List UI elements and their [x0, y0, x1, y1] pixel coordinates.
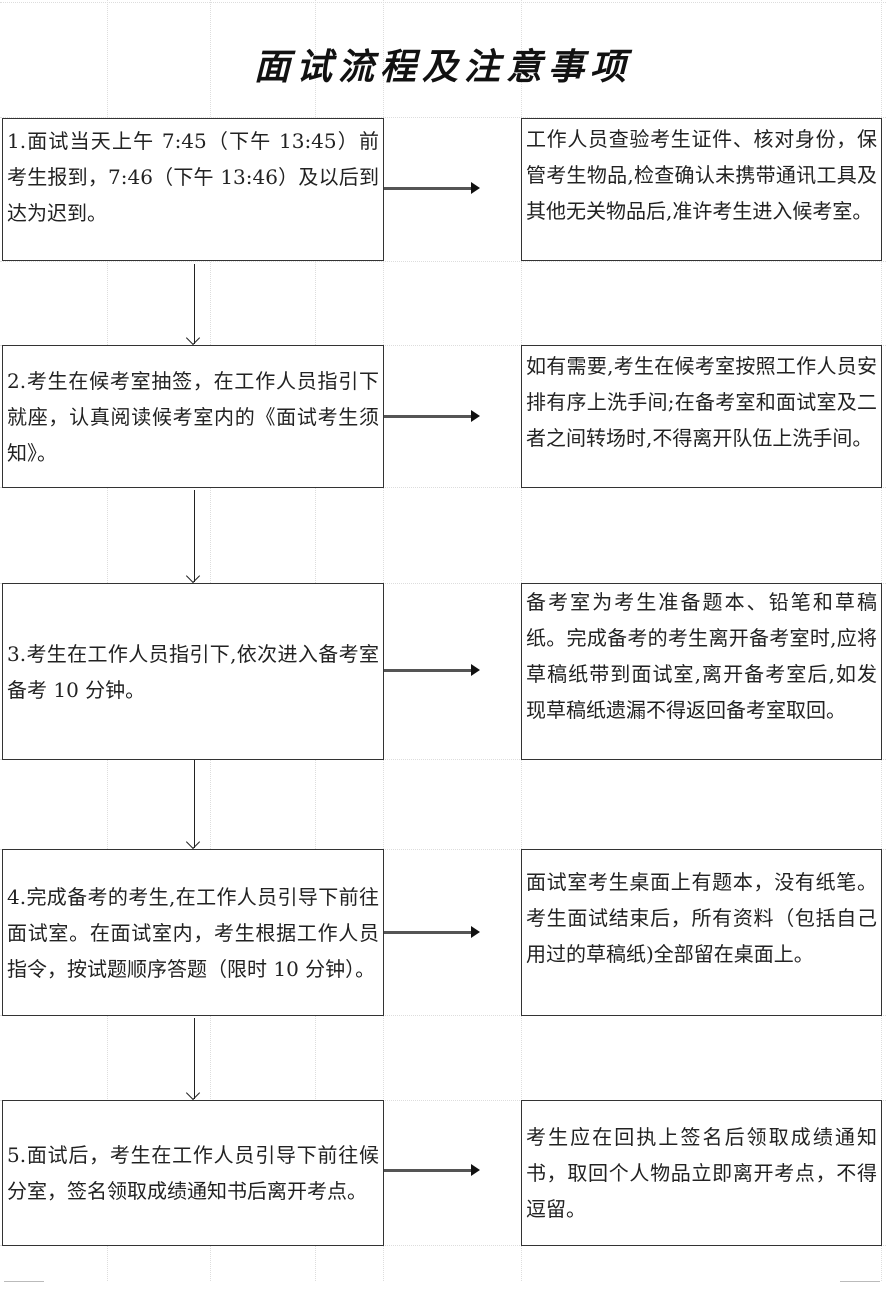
page-title: 面试流程及注意事项 — [253, 46, 632, 88]
grid-line — [0, 1100, 886, 1101]
note-text: 备考室为考生准备题本、铅笔和草稿纸。完成备考的考生离开备考室时,应将草稿纸带到面… — [526, 590, 877, 722]
grid-line — [0, 345, 886, 346]
grid-line — [0, 759, 886, 760]
note-box-1: 工作人员查验考生证件、核对身份，保管考生物品,检查确认未携带通讯工具及其他无关物… — [521, 118, 882, 261]
grid-line — [0, 117, 886, 118]
note-text: 考生应在回执上签名后领取成绩通知书，取回个人物品立即离开考点，不得逗留。 — [526, 1125, 877, 1221]
down-arrow-icon — [194, 760, 195, 848]
grid-line — [0, 583, 886, 584]
step-text: 5.面试后，考生在工作人员引导下前往候分室，签名领取成绩通知书后离开考点。 — [7, 1143, 379, 1203]
step-text: 3.考生在工作人员指引下,依次进入备考室备考 10 分钟。 — [7, 641, 379, 702]
note-text: 如有需要,考生在候考室按照工作人员安排有序上洗手间;在备考室和面试室及二者之间转… — [526, 354, 877, 450]
grid-line — [0, 849, 886, 850]
right-arrow-icon — [384, 410, 480, 422]
page-corner-mark — [840, 1281, 880, 1290]
grid-line — [0, 1015, 886, 1016]
right-arrow-icon — [384, 182, 480, 194]
grid-line — [0, 2, 886, 3]
step-box-3: 3.考生在工作人员指引下,依次进入备考室备考 10 分钟。 — [2, 583, 384, 760]
right-arrow-icon — [384, 926, 480, 938]
step-box-4: 4.完成备考的考生,在工作人员引导下前往面试室。在面试室内，考生根据工作人员指令… — [2, 849, 384, 1016]
down-arrow-icon — [194, 264, 195, 344]
step-box-5: 5.面试后，考生在工作人员引导下前往候分室，签名领取成绩通知书后离开考点。 — [2, 1100, 384, 1246]
grid-line — [0, 261, 886, 262]
note-box-3: 备考室为考生准备题本、铅笔和草稿纸。完成备考的考生离开备考室时,应将草稿纸带到面… — [521, 583, 882, 760]
step-text: 4.完成备考的考生,在工作人员引导下前往面试室。在面试室内，考生根据工作人员指令… — [7, 884, 379, 981]
right-arrow-icon — [384, 1164, 480, 1176]
step-text: 1.面试当天上午 7:45（下午 13:45）前考生报到，7:46（下午 13:… — [7, 129, 379, 225]
note-box-2: 如有需要,考生在候考室按照工作人员安排有序上洗手间;在备考室和面试室及二者之间转… — [521, 345, 882, 488]
grid-line — [0, 487, 886, 488]
step-box-1: 1.面试当天上午 7:45（下午 13:45）前考生报到，7:46（下午 13:… — [2, 118, 384, 261]
step-box-2: 2.考生在候考室抽签，在工作人员指引下就座，认真阅读候考室内的《面试考生须知》。 — [2, 345, 384, 488]
down-arrow-icon — [194, 1018, 195, 1099]
note-box-4: 面试室考生桌面上有题本，没有纸笔。考生面试结束后，所有资料（包括自己用过的草稿纸… — [521, 849, 882, 1016]
page-corner-mark — [4, 1281, 44, 1290]
grid-line — [0, 1245, 886, 1246]
step-text: 2.考生在候考室抽签，在工作人员指引下就座，认真阅读候考室内的《面试考生须知》。 — [7, 368, 379, 465]
right-arrow-icon — [384, 664, 480, 676]
down-arrow-icon — [194, 490, 195, 582]
note-text: 面试室考生桌面上有题本，没有纸笔。考生面试结束后，所有资料（包括自己用过的草稿纸… — [526, 870, 877, 966]
note-box-5: 考生应在回执上签名后领取成绩通知书，取回个人物品立即离开考点，不得逗留。 — [521, 1100, 882, 1246]
note-text: 工作人员查验考生证件、核对身份，保管考生物品,检查确认未携带通讯工具及其他无关物… — [526, 127, 877, 223]
